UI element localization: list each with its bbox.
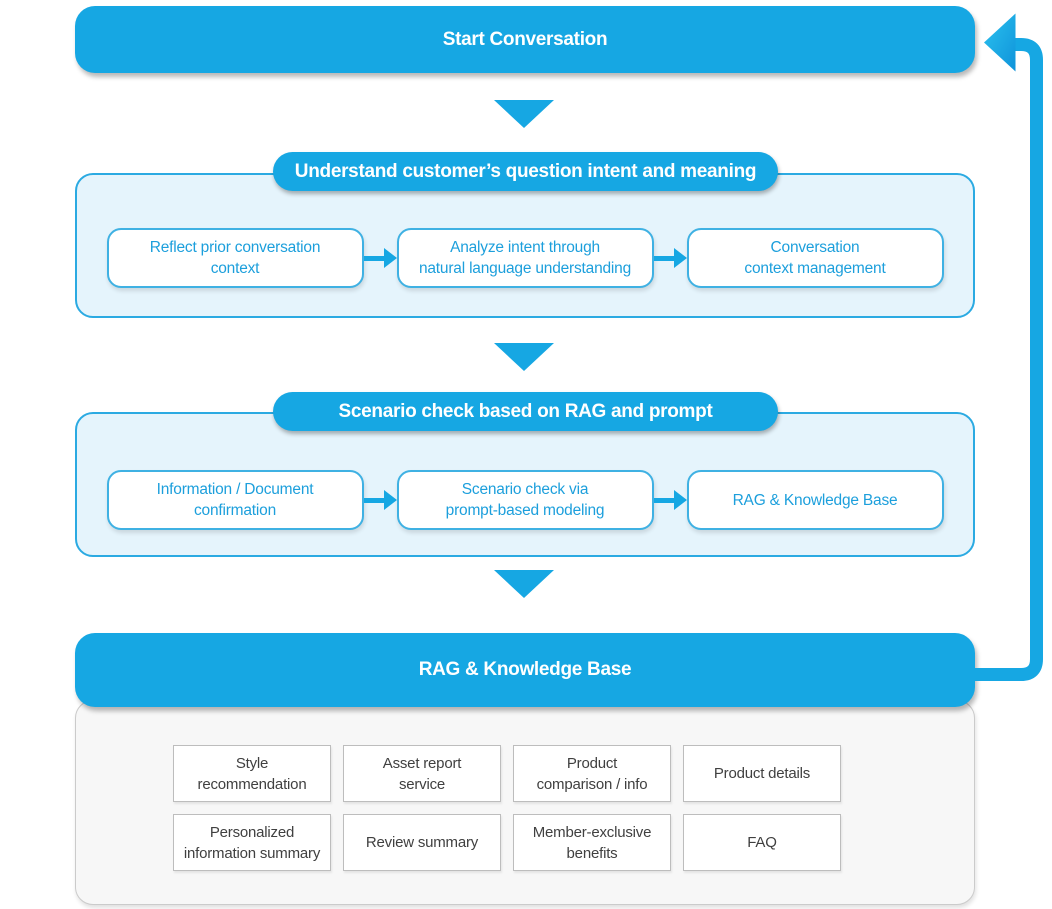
section-scenario-title: Scenario check based on RAG and prompt	[273, 392, 778, 431]
kb-item-personalized-summary: Personalized information summary	[173, 814, 331, 871]
right-arrow-icon	[363, 228, 397, 288]
knowledge-base-title: RAG & Knowledge Base	[418, 659, 632, 680]
arrow-head	[673, 490, 687, 510]
section-intent-title: Understand customer’s question intent an…	[273, 152, 778, 191]
section-scenario-steps: Information / Document confirmation Scen…	[75, 470, 975, 530]
down-arrow-icon	[494, 343, 554, 371]
arrow-shaft	[653, 497, 674, 503]
section-scenario-title-label: Scenario check based on RAG and prompt	[338, 400, 713, 422]
start-conversation-label: Start Conversation	[442, 28, 608, 50]
step-context-management: Conversation context management	[686, 228, 944, 288]
right-arrow-icon	[653, 228, 687, 288]
right-arrow-icon	[363, 470, 397, 530]
kb-item-product-comparison: Product comparison / info	[513, 745, 671, 802]
arrow-head	[673, 248, 687, 268]
step-document-confirmation: Information / Document confirmation	[106, 470, 364, 530]
start-conversation-node: Start Conversation	[75, 6, 975, 73]
right-arrow-icon	[653, 470, 687, 530]
kb-item-product-details: Product details	[683, 745, 841, 802]
kb-item-member-benefits: Member-exclusive benefits	[513, 814, 671, 871]
down-arrow-icon	[494, 100, 554, 128]
step-rag-knowledge-base: RAG & Knowledge Base	[686, 470, 944, 530]
knowledge-base-row: Personalized information summary Review …	[173, 814, 841, 871]
knowledge-base-row: Style recommendation Asset report servic…	[173, 745, 841, 802]
step-scenario-check: Scenario check via prompt-based modeling	[396, 470, 654, 530]
knowledge-base-header: RAG & Knowledge Base	[75, 633, 975, 707]
down-arrow-icon	[494, 570, 554, 598]
arrow-head	[383, 248, 397, 268]
arrow-head	[383, 490, 397, 510]
section-intent-title-label: Understand customer’s question intent an…	[294, 160, 757, 182]
knowledge-base-container	[75, 700, 975, 905]
kb-item-asset-report: Asset report service	[343, 745, 501, 802]
kb-item-faq: FAQ	[683, 814, 841, 871]
arrow-shaft	[363, 255, 384, 261]
kb-item-style-recommendation: Style recommendation	[173, 745, 331, 802]
arrow-shaft	[653, 255, 674, 261]
kb-item-review-summary: Review summary	[343, 814, 501, 871]
arrow-shaft	[363, 497, 384, 503]
step-reflect-context: Reflect prior conversation context	[106, 228, 364, 288]
section-intent-steps: Reflect prior conversation context Analy…	[75, 228, 975, 288]
step-analyze-intent: Analyze intent through natural language …	[396, 228, 654, 288]
